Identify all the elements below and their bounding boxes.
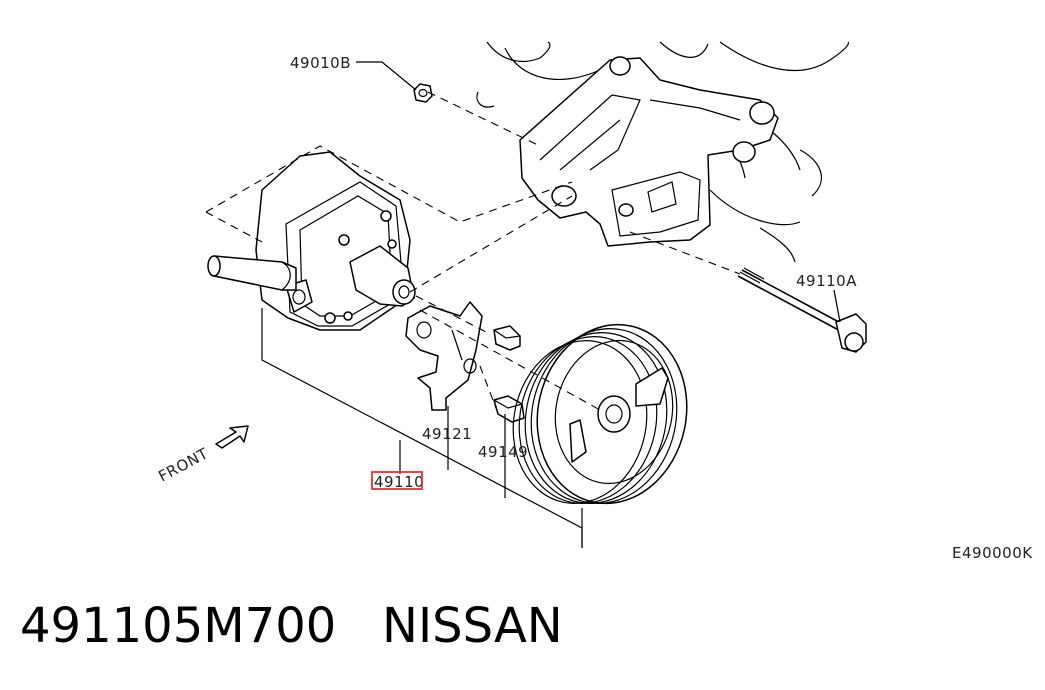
leader-lines	[261, 61, 841, 548]
part-number: 491105M700	[20, 598, 337, 654]
label-49149: 49149	[478, 443, 528, 461]
pump-bracket-49121	[405, 301, 483, 411]
brand-name: NISSAN	[382, 598, 563, 654]
diagram-code: E490000K	[952, 544, 1033, 562]
front-arrow	[215, 425, 249, 449]
highlight-box	[371, 471, 423, 490]
label-49010b: 49010B	[290, 54, 351, 72]
label-49110[interactable]: 49110	[374, 473, 424, 491]
label-front: FRONT	[155, 444, 211, 485]
pulley	[512, 323, 688, 505]
alignment-lines	[205, 91, 741, 411]
mounting-bracket	[519, 56, 779, 247]
nut-49010b	[413, 83, 433, 103]
part-caption: 491105M700 NISSAN	[20, 598, 563, 654]
power-steering-pump	[207, 151, 416, 331]
bolt-upper	[493, 325, 521, 351]
label-49110a: 49110A	[796, 272, 857, 290]
label-49121: 49121	[422, 425, 472, 443]
long-bolt-49110a	[737, 267, 867, 353]
